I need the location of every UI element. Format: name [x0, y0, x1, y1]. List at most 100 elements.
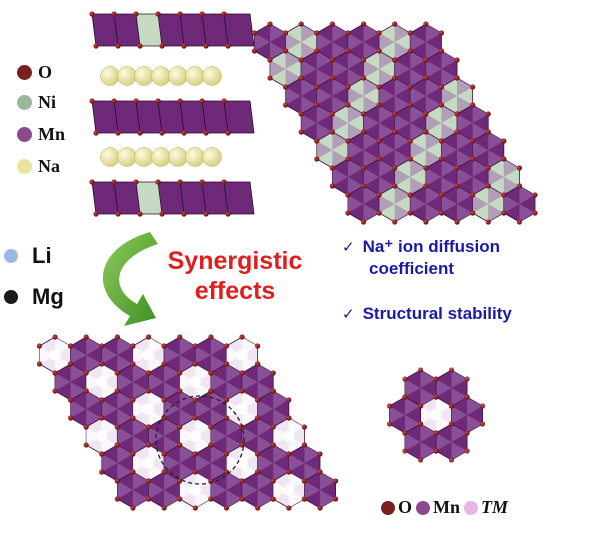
benefit-stability: ✓Structural stability — [342, 303, 512, 325]
oxygen-atom — [239, 388, 245, 394]
octahedron-facet — [164, 454, 180, 472]
octahedron-facet — [117, 355, 133, 373]
oxygen-atom — [177, 442, 183, 448]
octahedron-facet — [270, 24, 286, 42]
oxygen-atom — [208, 424, 214, 430]
octahedron-facet — [273, 445, 289, 463]
oxygen-atom — [454, 165, 460, 171]
oxygen-atom — [485, 165, 491, 171]
octahedron-facet — [257, 418, 274, 436]
oxygen-atom — [282, 84, 289, 90]
oxygen-atom — [423, 57, 429, 63]
octahedron-facet — [425, 168, 442, 186]
oxygen-atom — [454, 75, 460, 81]
oxygen-atom — [255, 415, 261, 421]
oxygen-atom — [376, 210, 382, 216]
octahedron-facet — [441, 123, 458, 141]
oxygen-atom — [199, 179, 205, 185]
octahedron-facet — [304, 463, 321, 481]
octahedron-facet — [285, 87, 302, 105]
oxygen-atom — [314, 84, 320, 90]
octahedron-facet — [195, 364, 211, 382]
oxygen-atom — [298, 21, 304, 27]
oxygen-atom — [314, 48, 320, 54]
octahedron-facet — [304, 445, 321, 463]
octahedron-facet — [410, 105, 426, 123]
zoom-detail — [370, 349, 502, 481]
octahedron-facet — [242, 481, 258, 499]
octahedron-facet — [210, 409, 227, 427]
octahedron-facet — [332, 168, 348, 186]
octahedron-facet — [226, 346, 243, 364]
octahedron-facet — [86, 427, 102, 445]
octahedron-facet — [425, 60, 442, 78]
synergy-line-1: Synergistic — [167, 247, 303, 275]
octahedron-facet — [117, 445, 133, 463]
octahedron-facet — [242, 355, 258, 373]
oxygen-atom — [225, 43, 231, 49]
octahedron-facet — [148, 481, 165, 499]
oxygen-atom — [392, 75, 398, 81]
oxygen-atom — [317, 451, 323, 457]
oxygen-atom — [93, 43, 99, 49]
octahedron-facet — [70, 400, 87, 418]
oxygen-atom — [83, 442, 89, 448]
oxygen-atom — [298, 75, 304, 81]
octahedron-facet — [195, 418, 211, 436]
oxygen-atom — [239, 334, 245, 340]
octahedron-facet — [226, 472, 243, 490]
octahedron-facet — [472, 141, 489, 159]
octahedron-facet — [503, 159, 520, 177]
octahedron-facet — [117, 337, 133, 355]
octahedron-facet — [254, 33, 270, 51]
octahedron-facet — [101, 400, 118, 418]
oxygen-atom — [67, 397, 74, 403]
octahedron-facet — [519, 186, 536, 204]
oxygen-atom — [114, 334, 120, 340]
octahedron-facet — [347, 105, 364, 123]
octahedron-facet — [457, 114, 473, 132]
octahedron-facet — [164, 400, 180, 418]
octahedron-facet — [379, 195, 395, 213]
oxygen-atom — [423, 183, 429, 189]
octahedron-facet — [316, 141, 333, 159]
octahedron-facet — [210, 355, 227, 373]
sodium-atom — [168, 66, 188, 86]
oxygen-atom — [255, 469, 261, 475]
oxygen-atom — [192, 415, 198, 421]
oxygen-atom — [192, 361, 198, 367]
oxygen-atom — [251, 30, 258, 36]
octahedron-facet — [257, 400, 274, 418]
oxygen-atom — [255, 397, 261, 403]
manganese-swatch — [416, 500, 431, 515]
octahedron-facet — [379, 123, 395, 141]
octahedron-facet — [226, 490, 243, 508]
octahedron-facet — [425, 114, 442, 132]
octahedron-facet — [195, 454, 211, 472]
oxygen-atom — [345, 48, 351, 54]
octahedron-facet — [301, 96, 317, 114]
tm-swatch — [464, 500, 479, 515]
benefit-stability-label: Structural stability — [362, 304, 512, 323]
octahedron-facet — [425, 24, 442, 42]
oxygen-atom — [199, 11, 205, 17]
octahedron-facet — [117, 391, 133, 409]
tm-center — [236, 349, 248, 361]
layered-side-view — [89, 11, 255, 217]
octahedron-facet — [332, 132, 348, 150]
oxygen-atom — [301, 478, 308, 484]
oxygen-atom — [177, 496, 183, 502]
octahedron-facet — [101, 364, 118, 382]
octahedron-facet — [270, 60, 286, 78]
octahedron-facet — [242, 463, 258, 481]
oxygen-atom — [161, 451, 167, 457]
octahedron-facet — [242, 427, 258, 445]
synergy-line-2: effects — [194, 277, 276, 305]
oxygen-atom — [145, 424, 152, 430]
oxygen-atom — [282, 48, 289, 54]
sodium-atom — [117, 147, 137, 167]
octahedron-facet — [148, 373, 165, 391]
octahedron-facet — [363, 186, 380, 204]
octahedron-facet — [132, 436, 149, 454]
octahedron-facet — [195, 436, 211, 454]
